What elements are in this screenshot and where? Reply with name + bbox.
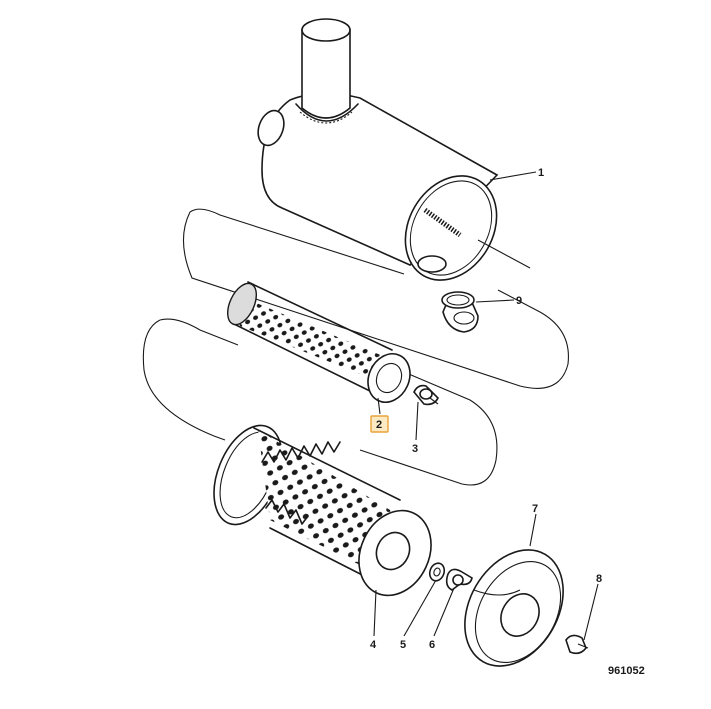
callout-9[interactable]: 9 <box>516 295 522 307</box>
callout-1[interactable]: 1 <box>538 167 544 179</box>
drawing-number: 961052 <box>608 665 645 677</box>
assembly-outline-upper <box>182 208 569 389</box>
wing-nut-lower <box>445 568 473 591</box>
leader-lines <box>373 171 599 641</box>
callout-7[interactable]: 7 <box>532 503 538 515</box>
callout-4[interactable]: 4 <box>370 639 377 651</box>
callout-2[interactable]: 2 <box>370 415 389 433</box>
svg-text:3: 3 <box>412 443 418 455</box>
callout-6[interactable]: 6 <box>429 639 435 651</box>
svg-text:8: 8 <box>596 573 602 585</box>
filter-housing <box>257 18 499 281</box>
callout-8[interactable]: 8 <box>596 573 602 585</box>
svg-text:2: 2 <box>376 419 382 431</box>
retaining-clip <box>565 634 589 655</box>
svg-text:6: 6 <box>429 639 435 651</box>
svg-text:7: 7 <box>532 503 538 515</box>
wing-nut-upper <box>413 384 439 406</box>
svg-text:5: 5 <box>400 639 406 651</box>
main-filter-element <box>213 424 432 597</box>
dust-valve <box>441 291 479 333</box>
assembly-outline-lower <box>142 318 498 486</box>
callout-3[interactable]: 3 <box>412 443 418 455</box>
svg-text:4: 4 <box>370 639 377 651</box>
svg-text:1: 1 <box>538 167 544 179</box>
inner-safety-element <box>226 281 411 403</box>
callout-5[interactable]: 5 <box>400 639 406 651</box>
seal-washer <box>428 562 446 582</box>
svg-text:9: 9 <box>516 295 522 307</box>
end-cover <box>464 549 564 667</box>
